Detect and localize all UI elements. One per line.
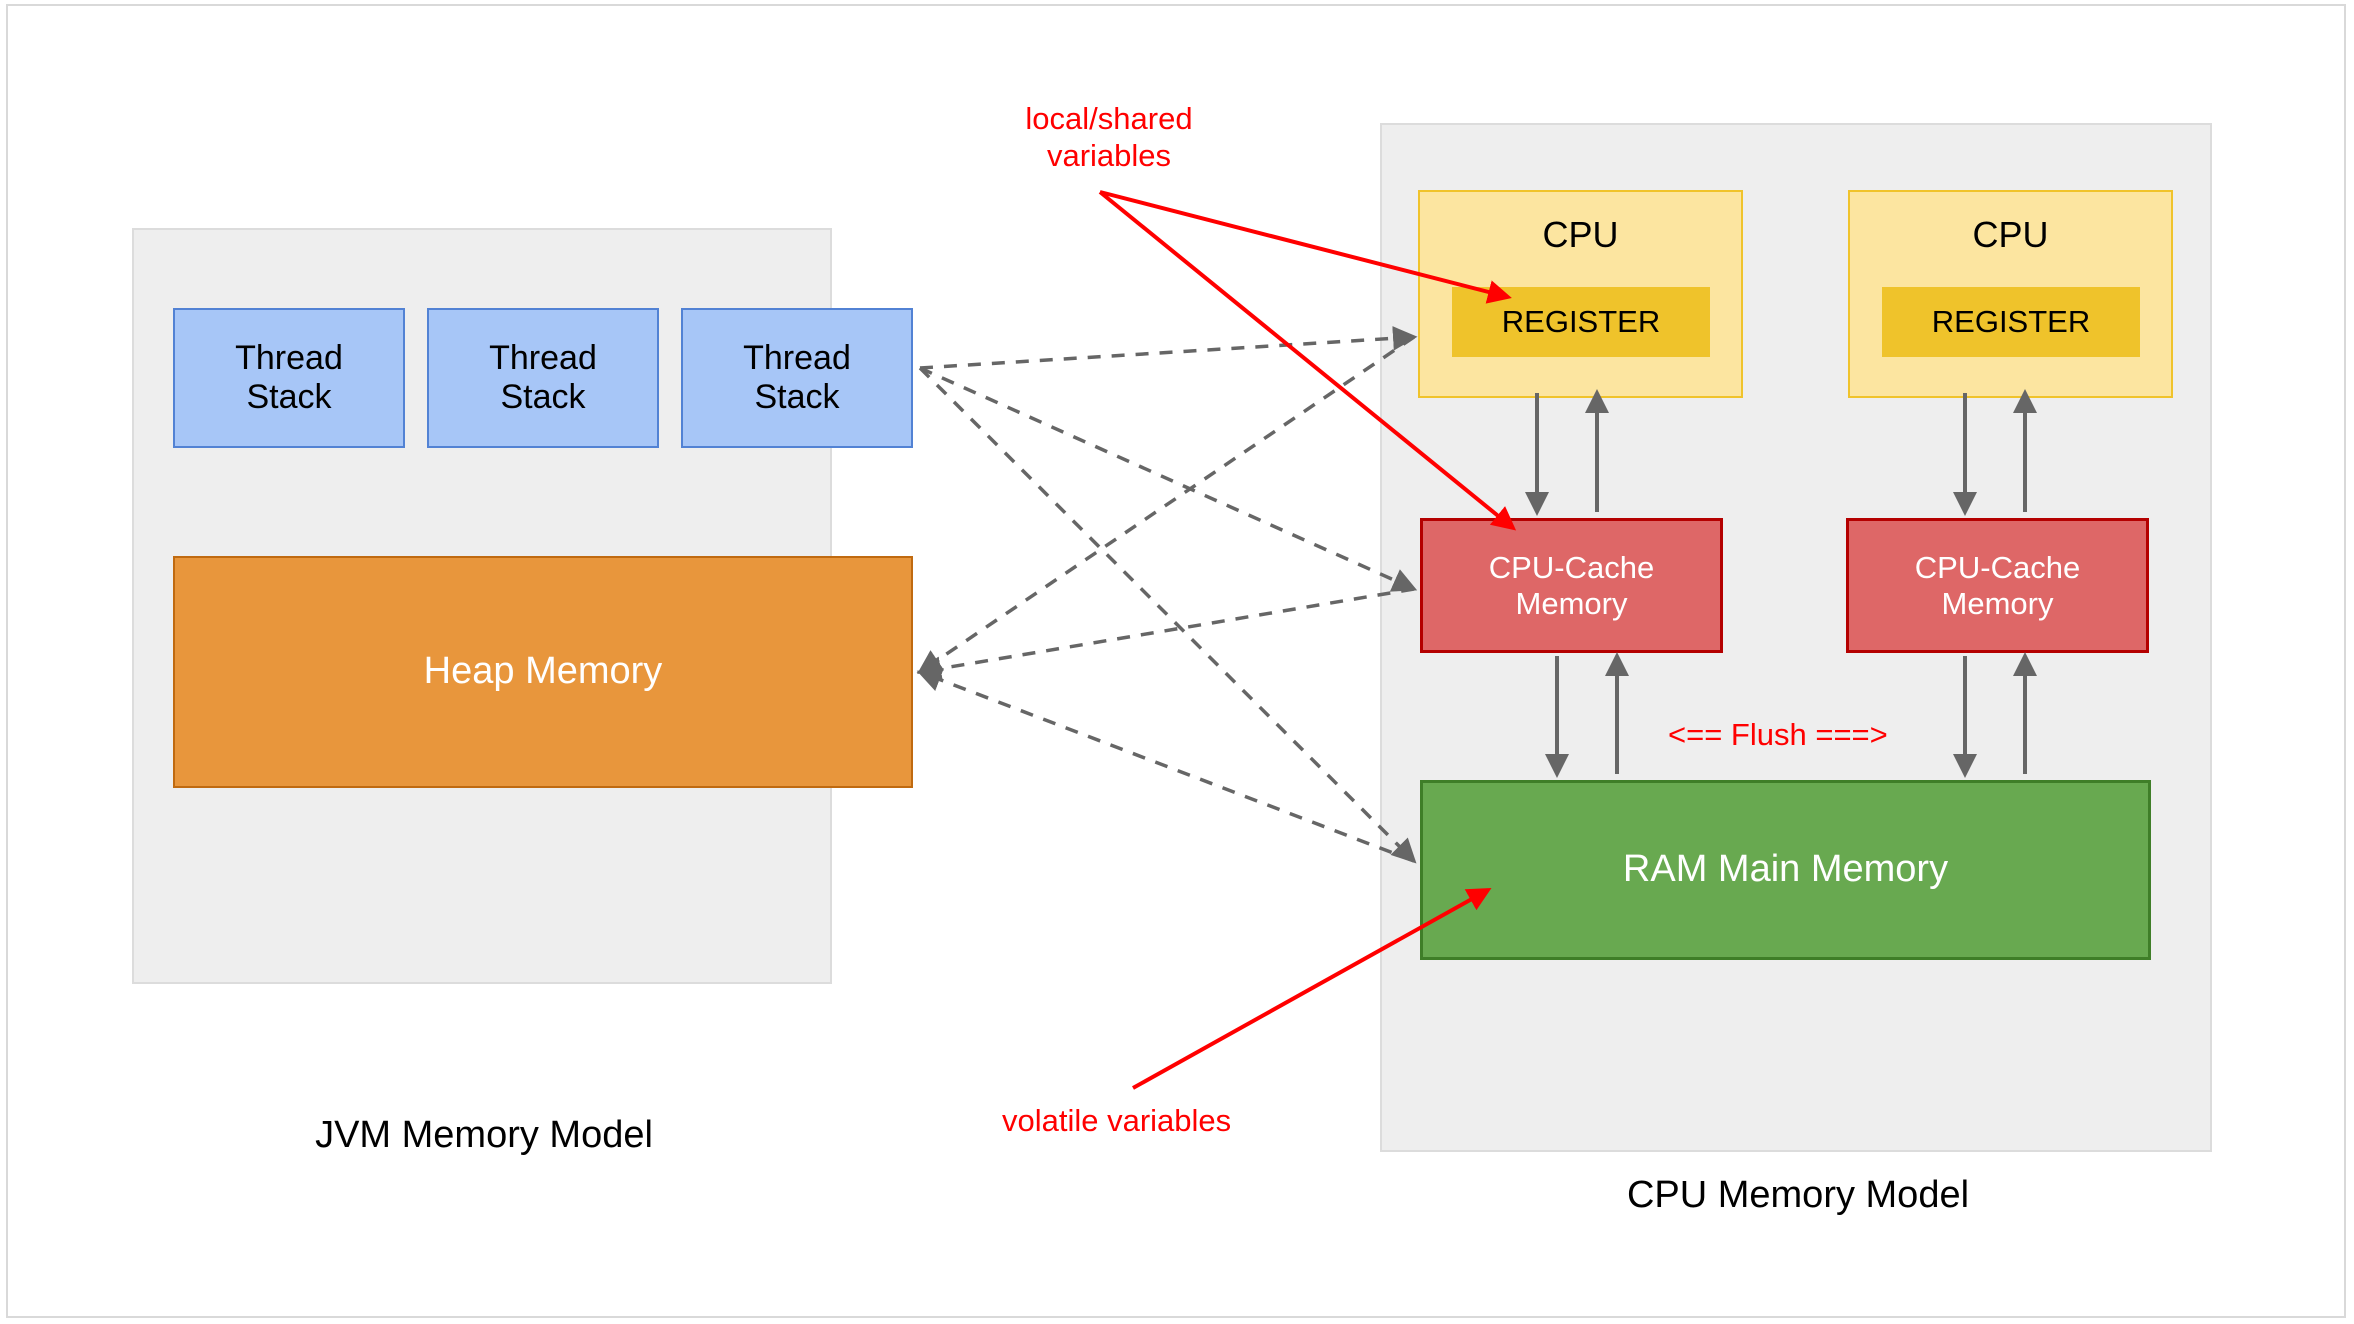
annotation-flush-label: <== Flush ===> xyxy=(1668,717,1888,752)
thread-stack-box-3[interactable]: Thread Stack xyxy=(681,308,913,448)
cpu-cache-memory-box-1[interactable]: CPU-Cache Memory xyxy=(1420,518,1723,653)
cpu-panel-title: CPU Memory Model xyxy=(1626,1174,1970,1216)
annotation-volatile-variables: volatile variables xyxy=(1002,1103,1232,1138)
register-box-2[interactable]: REGISTER xyxy=(1882,287,2140,357)
cpu-cache-memory-box-2[interactable]: CPU-Cache Memory xyxy=(1846,518,2149,653)
thread-stack-box-2[interactable]: Thread Stack xyxy=(427,308,659,448)
ram-main-memory-box[interactable]: RAM Main Memory xyxy=(1420,780,2151,960)
annotation-local-shared-variables: local/shared variables xyxy=(1025,101,1193,174)
thread-stack-box-1[interactable]: Thread Stack xyxy=(173,308,405,448)
jvm-panel-title: JVM Memory Model xyxy=(315,1114,653,1156)
heap-memory-box[interactable]: Heap Memory xyxy=(173,556,913,788)
register-box-1[interactable]: REGISTER xyxy=(1452,287,1710,357)
